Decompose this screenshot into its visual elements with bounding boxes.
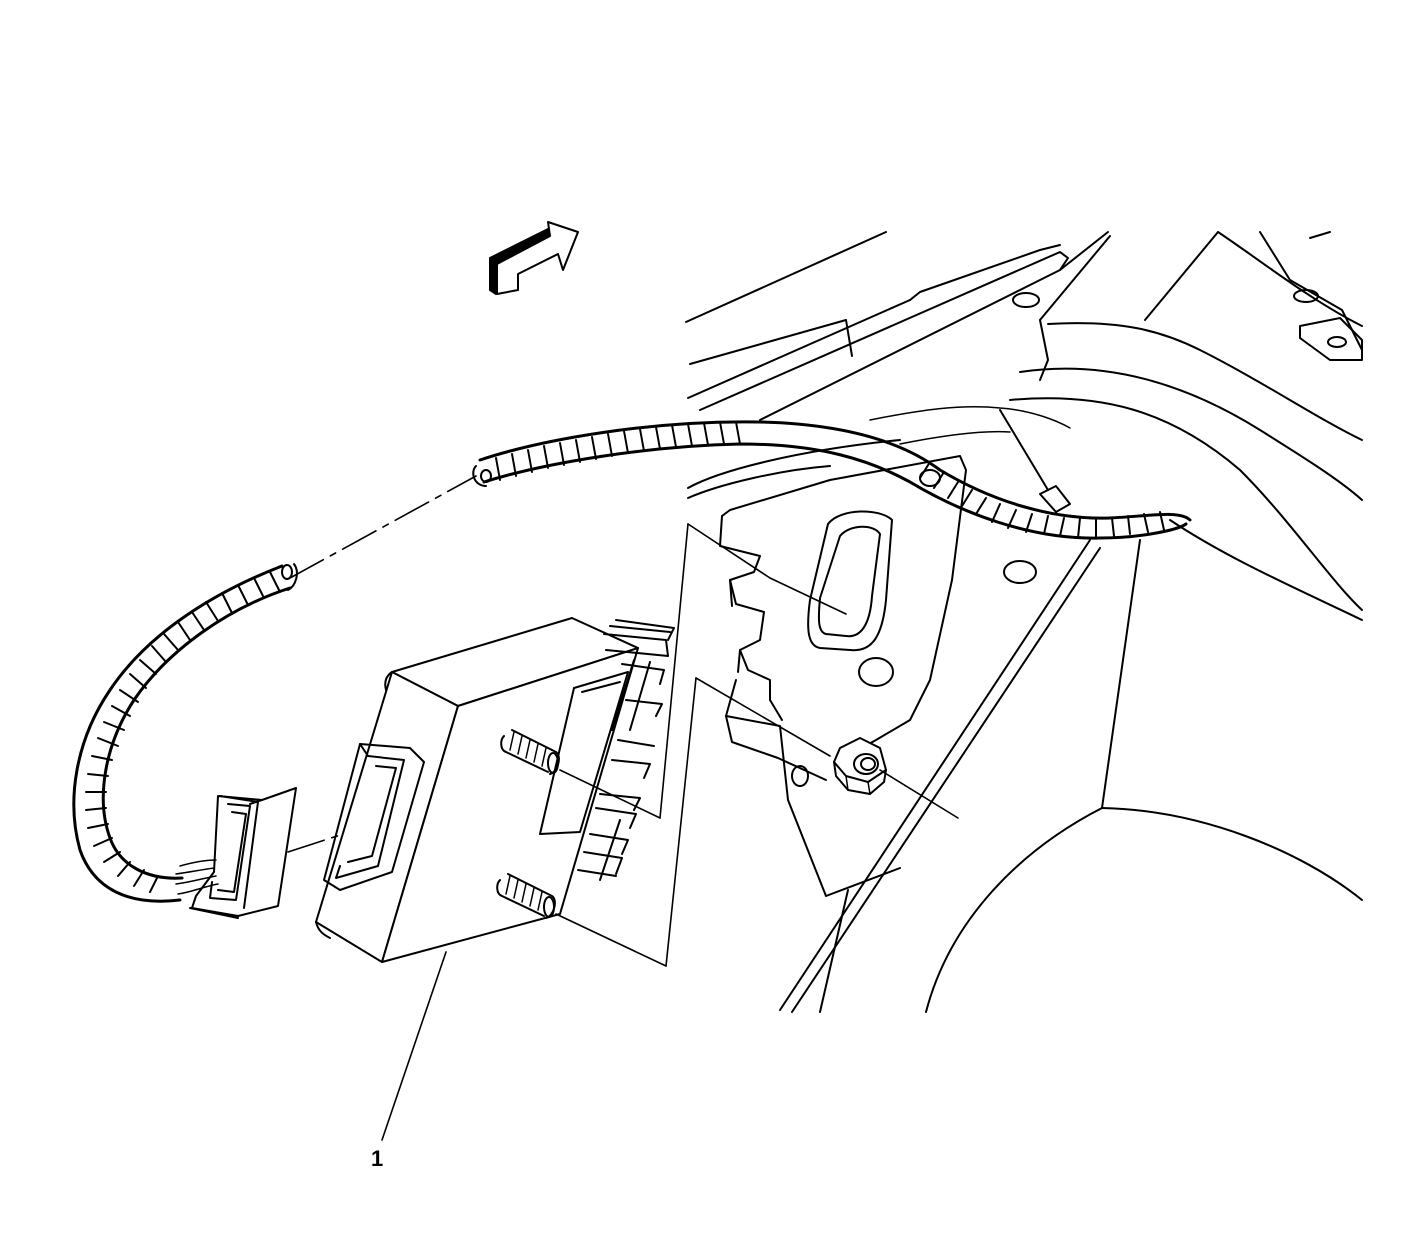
callout-label-1: 1 bbox=[371, 1146, 384, 1171]
mounting-stud-upper bbox=[500, 729, 560, 775]
mounting-bracket bbox=[719, 409, 1071, 897]
stud-alignment-lines bbox=[555, 523, 847, 967]
wiring-harness bbox=[72, 406, 1192, 903]
callout-leader-1 bbox=[381, 951, 447, 1141]
mounting-stud-lower bbox=[496, 873, 556, 919]
control-module bbox=[315, 617, 675, 963]
direction-arrow-icon bbox=[489, 221, 579, 295]
harness-connector bbox=[189, 787, 297, 919]
vehicle-body-structure bbox=[685, 231, 1363, 1013]
hex-nut bbox=[833, 737, 959, 819]
